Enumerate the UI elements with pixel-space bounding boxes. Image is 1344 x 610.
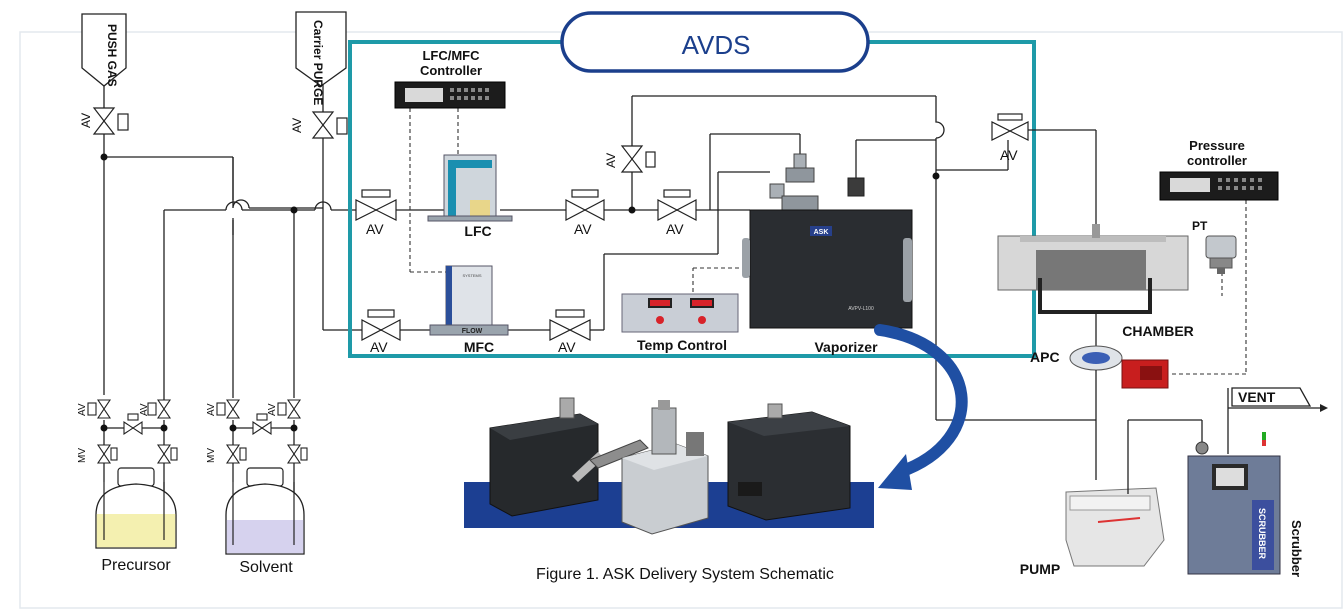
av-label-manifold-4: AV — [267, 403, 278, 416]
av-label-2: AV — [574, 221, 592, 237]
avds-title-pill — [560, 11, 870, 73]
pressure-controller-label-2: controller — [1187, 153, 1247, 168]
pressure-transducer — [1205, 235, 1237, 274]
product-unit-right — [727, 403, 851, 521]
pump-label: PUMP — [1020, 561, 1060, 577]
vent-label: VENT — [1238, 389, 1276, 405]
vacuum-pump — [1065, 487, 1165, 567]
mv-label-solvent: MV — [206, 448, 217, 463]
process-chamber — [997, 224, 1189, 348]
product-unit-left — [489, 397, 649, 517]
avds-title: AVDS — [682, 30, 751, 60]
figure-caption: Figure 1. ASK Delivery System Schematic — [536, 566, 834, 583]
push-gas-inlet: PUSH GAS — [81, 13, 127, 87]
lfc-label: LFC — [464, 223, 491, 239]
av-label-7: AV — [604, 153, 618, 168]
chamber-label: CHAMBER — [1122, 323, 1194, 339]
av-label-5: AV — [558, 339, 576, 355]
scrubber-panel-text: SCRUBBER — [1257, 508, 1267, 560]
vaporizer-unit: ASK AVPV-L100 — [742, 153, 913, 329]
temp-control-label: Temp Control — [637, 337, 727, 353]
product-unit-center — [621, 400, 709, 535]
lfc-mfc-controller — [394, 81, 506, 109]
av-label-push: AV — [79, 113, 93, 128]
av-label-1: AV — [366, 221, 384, 237]
flow-arrowhead — [878, 454, 912, 490]
mv-label-precursor: MV — [77, 448, 88, 463]
scrubber-unit: SCRUBBER — [1127, 388, 1328, 575]
vaporizer-badge: ASK — [814, 229, 829, 236]
av-label-4: AV — [370, 339, 388, 355]
scrubber-label: Scrubber — [1289, 520, 1304, 577]
pressure-controller — [1159, 171, 1279, 201]
mfc-brand-mark: SYSTEMS — [462, 273, 481, 278]
av-label-carrier: AV — [290, 118, 304, 133]
pt-label: PT — [1192, 219, 1208, 233]
solvent-label: Solvent — [239, 559, 293, 576]
carrier-purge-inlet: Carrier PURGE — [295, 11, 347, 105]
av-label-manifold-3: AV — [206, 403, 217, 416]
pressure-controller-label-1: Pressure — [1189, 138, 1245, 153]
precursor-vessel — [95, 467, 177, 549]
flow-arrow — [874, 324, 968, 478]
mfc-device: SYSTEMS FLOW — [429, 265, 509, 336]
av-label-6: AV — [1000, 147, 1018, 163]
lfc-device — [427, 154, 513, 222]
lfc-mfc-controller-label-1: LFC/MFC — [422, 48, 480, 63]
av-label-manifold-1: AV — [77, 403, 88, 416]
apc-label: APC — [1030, 349, 1060, 365]
lfc-mfc-controller-label-2: Controller — [420, 63, 482, 78]
solvent-vessel — [225, 467, 305, 555]
apc-valve — [1069, 345, 1169, 480]
flow-mark: FLOW — [462, 328, 483, 335]
vaporizer-model: AVPV-L100 — [848, 306, 874, 312]
av-valve-push — [92, 107, 129, 135]
mfc-label: MFC — [464, 339, 494, 355]
carrier-purge-label: Carrier PURGE — [311, 20, 325, 105]
push-gas-label: PUSH GAS — [105, 24, 119, 87]
temp-control-unit — [621, 293, 739, 333]
av-label-manifold-2: AV — [139, 403, 150, 416]
av-label-3: AV — [666, 221, 684, 237]
precursor-label: Precursor — [101, 557, 171, 574]
vaporizer-label: Vaporizer — [814, 339, 878, 355]
av-valve-carrier — [311, 111, 348, 139]
vent-box — [1231, 387, 1312, 407]
